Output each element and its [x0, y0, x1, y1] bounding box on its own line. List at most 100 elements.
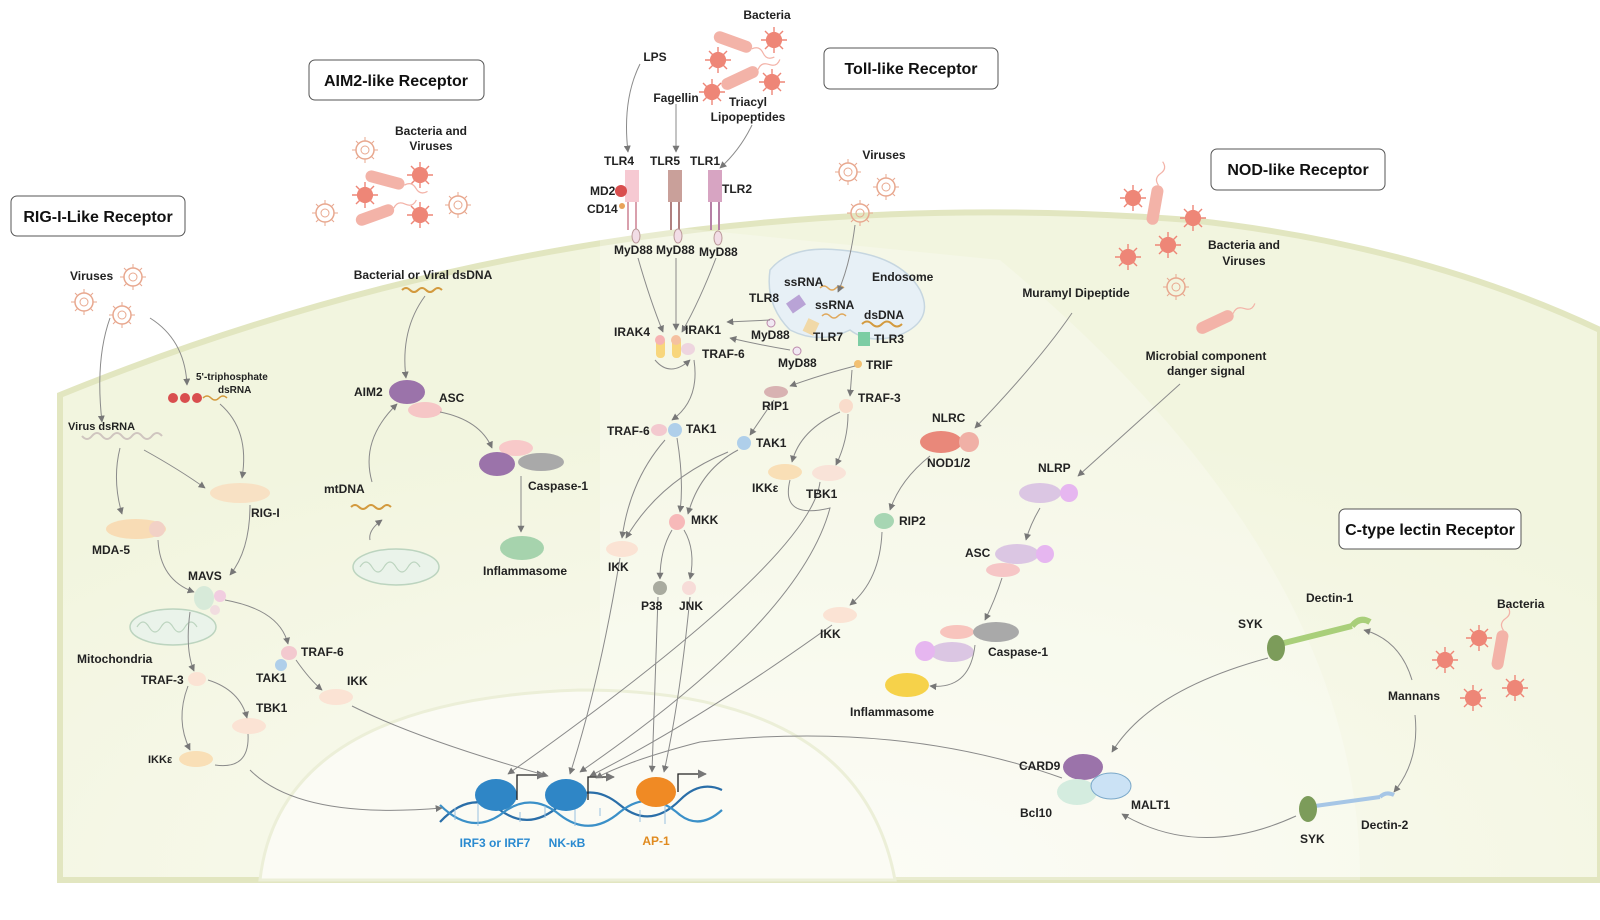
title-rig: RIG-I-Like Receptor	[10, 195, 186, 237]
label-myd88-e: MyD88	[778, 356, 817, 370]
label-nod12: NOD1/2	[927, 456, 971, 470]
label-asc-nod: ASC	[965, 546, 991, 560]
label-microbial-2: danger signal	[1167, 364, 1245, 378]
dectin1-receptor	[1267, 616, 1372, 661]
label-ikk-tlr: IKK	[608, 560, 629, 574]
label-traf6-b: TRAF-6	[607, 424, 650, 438]
label-myd88-a: MyD88	[614, 243, 653, 257]
diagram-labels: Bacteria LPS Fagellin Triacyl Lipopeptid…	[68, 8, 1545, 850]
bcl10-node	[1057, 779, 1097, 805]
label-tbk1-rig: TBK1	[256, 701, 288, 715]
label-rip1: RIP1	[762, 399, 789, 413]
title-aim2: AIM2-like Receptor	[308, 59, 485, 101]
label-microbial-1: Microbial component	[1146, 349, 1267, 363]
tlr5-receptor	[668, 170, 683, 244]
label-card9: CARD9	[1019, 759, 1061, 773]
label-bacteria-ctype: Bacteria	[1497, 597, 1545, 611]
label-fagellin: Fagellin	[653, 91, 698, 105]
triphosphate-dsrna-icon	[168, 393, 228, 403]
bacteria-icon	[698, 26, 788, 106]
label-myd88-c: MyD88	[699, 245, 738, 259]
label-dectin2: Dectin-2	[1361, 818, 1409, 832]
nfkb-transcription-factor	[545, 772, 615, 811]
label-rip2: RIP2	[899, 514, 926, 528]
mitochondria-icon-rig	[129, 608, 217, 646]
tlr1-tlr2-receptor	[708, 170, 723, 246]
label-ikk-rig: IKK	[347, 674, 368, 688]
endosome	[768, 248, 926, 340]
label-malt1: MALT1	[1131, 798, 1170, 812]
label-syk-1: SYK	[1238, 617, 1263, 631]
label-nod-bv-1: Bacteria and	[1208, 238, 1280, 252]
ikk-tlr-node	[606, 541, 638, 557]
label-ikke-rig: IKKε	[148, 754, 173, 766]
rip2-node	[874, 513, 894, 529]
malt1-node	[1090, 772, 1132, 800]
label-traf3-rig: TRAF-3	[141, 673, 184, 687]
label-mtdna: mtDNA	[324, 482, 365, 496]
aim2-node	[389, 380, 425, 404]
label-ssrna-2: ssRNA	[815, 298, 855, 312]
label-tbk1-tlr: TBK1	[806, 487, 838, 501]
svg-text:Toll-like Receptor: Toll-like Receptor	[844, 61, 977, 78]
label-nlrp: NLRP	[1038, 461, 1071, 475]
label-mkk: MKK	[691, 513, 719, 527]
svg-text:AIM2-like Receptor: AIM2-like Receptor	[324, 73, 468, 90]
label-nlrc: NLRC	[932, 411, 966, 425]
label-tak1-rig: TAK1	[256, 671, 287, 685]
title-ctype: C-type lectin Receptor	[1338, 508, 1522, 550]
ikke-rig-node	[179, 751, 213, 767]
label-lps: LPS	[643, 50, 666, 64]
label-muramyl: Muramyl Dipeptide	[1022, 286, 1130, 300]
tlr4-receptor	[615, 170, 641, 244]
label-tlr4: TLR4	[604, 154, 634, 168]
label-triphos-2: dsRNA	[218, 385, 251, 396]
label-aim2-bv-2: Viruses	[409, 139, 452, 153]
label-tlr7: TLR7	[813, 330, 843, 344]
label-mda5: MDA-5	[92, 543, 130, 557]
label-triphos-1: 5'-triphosphate	[196, 372, 268, 383]
card9-node	[1063, 754, 1103, 780]
label-myd88-d: MyD88	[751, 328, 790, 342]
irf-transcription-factor	[475, 770, 546, 811]
caspase-nod-node	[973, 622, 1019, 642]
label-tak1-a: TAK1	[686, 422, 717, 436]
label-rig-viruses: Viruses	[70, 269, 113, 283]
label-irak4: IRAK4	[614, 325, 650, 339]
label-cd14: CD14	[587, 202, 618, 216]
irak-complex	[655, 335, 695, 358]
pathway-arrows	[97, 63, 1417, 838]
traf6-b-node	[651, 424, 667, 436]
label-irf: IRF3 or IRF7	[460, 836, 531, 850]
svg-text:NOD-like Receptor: NOD-like Receptor	[1227, 162, 1368, 179]
label-syk-2: SYK	[1300, 832, 1325, 846]
tbk1-rig-node	[232, 718, 266, 734]
label-mannans: Mannans	[1388, 689, 1440, 703]
nlrp-node	[1019, 483, 1061, 503]
ap1-transcription-factor	[636, 769, 707, 807]
label-ikk-nod: IKK	[820, 627, 841, 641]
label-ssrna-1: ssRNA	[784, 275, 824, 289]
title-toll: Toll-like Receptor	[823, 47, 999, 90]
label-asc-aim2: ASC	[439, 391, 465, 405]
label-tlr5: TLR5	[650, 154, 680, 168]
label-dectin1: Dectin-1	[1306, 591, 1354, 605]
tak1-b-node	[737, 436, 751, 450]
label-p38: P38	[641, 599, 663, 613]
caspase-aim2-complex	[479, 452, 515, 476]
label-traf6-tlr: TRAF-6	[702, 347, 745, 361]
label-rigi: RIG-I	[251, 506, 280, 520]
label-triacyl-1: Triacyl	[729, 95, 767, 109]
label-traf3-tlr: TRAF-3	[858, 391, 901, 405]
ikke-tlr-node	[768, 464, 802, 480]
ikk-nod-node	[823, 607, 857, 623]
virus-dsrna-strand	[81, 432, 163, 440]
nlrc-node	[920, 431, 962, 453]
label-myd88-b: MyD88	[656, 243, 695, 257]
tak1-a-node	[668, 423, 682, 437]
label-dsdna-endo: dsDNA	[864, 308, 904, 322]
label-nfkb: NK-κB	[549, 836, 586, 850]
rip1-node	[764, 386, 788, 398]
